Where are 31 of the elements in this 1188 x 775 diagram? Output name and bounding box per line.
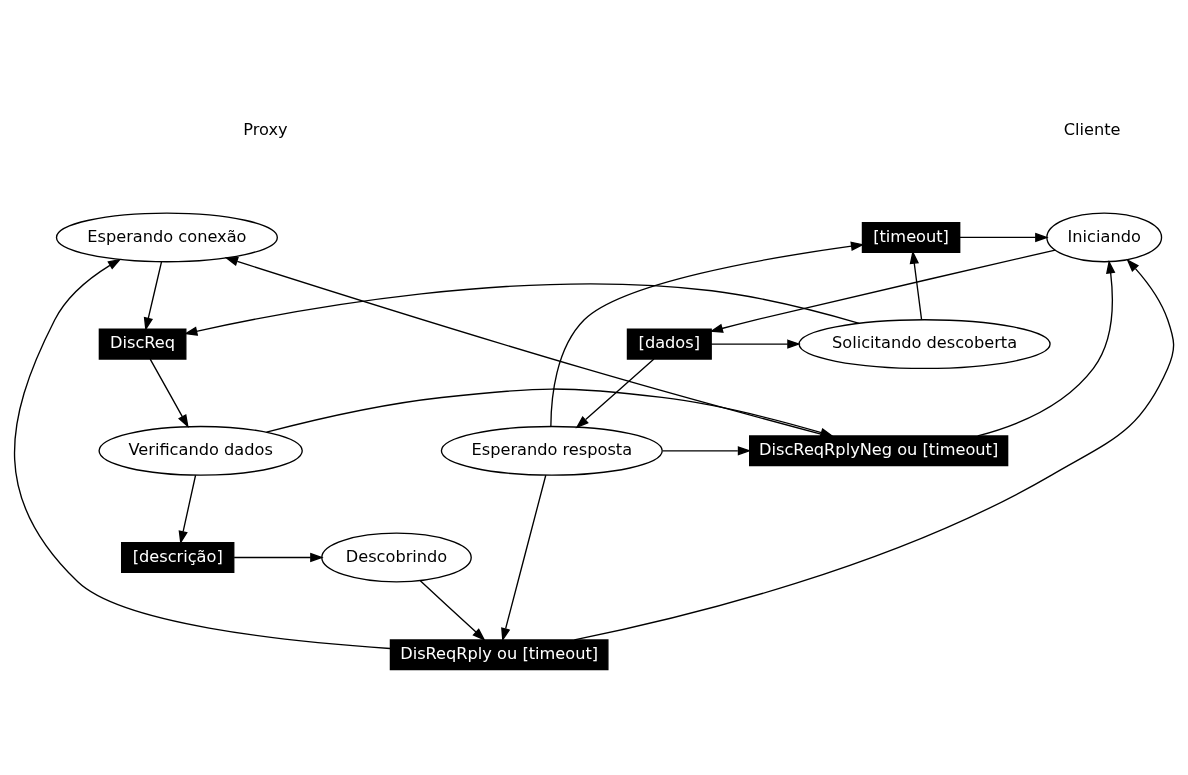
arrow — [501, 474, 547, 641]
node-box: DiscReqRplyNeg ou [timeout] — [749, 434, 1009, 466]
node-ellipse: Verificando dados — [98, 425, 303, 476]
arrow — [550, 241, 865, 427]
arrow — [233, 552, 324, 562]
node-ellipse: Esperando resposta — [440, 425, 663, 476]
arrow — [573, 258, 1175, 640]
arrow — [977, 259, 1116, 437]
node-ellipse: Esperando conexão — [55, 211, 278, 262]
arrow — [178, 474, 197, 544]
arrow — [265, 387, 834, 437]
arrow — [709, 248, 1056, 333]
node-ellipse: Iniciando — [1046, 211, 1163, 262]
arrow — [959, 232, 1049, 242]
node-box: DisReqRply ou [timeout] — [389, 638, 609, 670]
label: Cliente — [1063, 119, 1121, 139]
node-box: [dados] — [626, 328, 712, 360]
arrow — [14, 258, 391, 649]
label: Proxy — [243, 119, 288, 139]
node-box: [descrição] — [121, 541, 235, 573]
arrow — [149, 357, 189, 428]
arrow — [710, 338, 801, 349]
arrow — [575, 357, 655, 428]
node-box: DiscReq — [98, 328, 187, 360]
node-ellipse: Descobrindo — [321, 532, 472, 582]
node-box: [timeout] — [861, 221, 961, 253]
node-ellipse: Solicitando descoberta — [798, 318, 1051, 369]
arrow — [662, 445, 752, 456]
arrow — [143, 260, 163, 331]
arrow — [419, 579, 486, 641]
arrow — [183, 282, 860, 336]
